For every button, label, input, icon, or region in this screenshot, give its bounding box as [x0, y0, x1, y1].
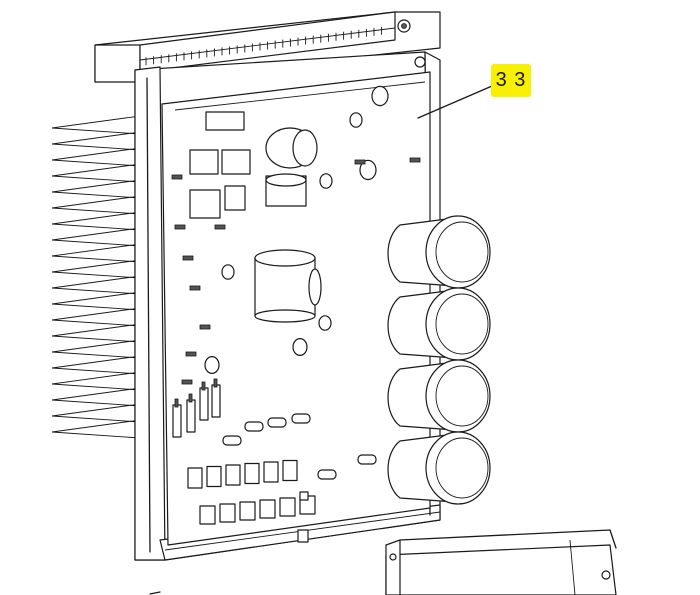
callout-highlight [491, 64, 531, 97]
bulk-capacitors [387, 215, 491, 505]
lower-bracket [149, 529, 617, 595]
top-connector [94, 11, 441, 83]
pcb-board [161, 71, 431, 546]
leader-line [417, 85, 493, 119]
heatsink-fins [51, 115, 141, 439]
callout-number: 3 3 [495, 69, 527, 91]
